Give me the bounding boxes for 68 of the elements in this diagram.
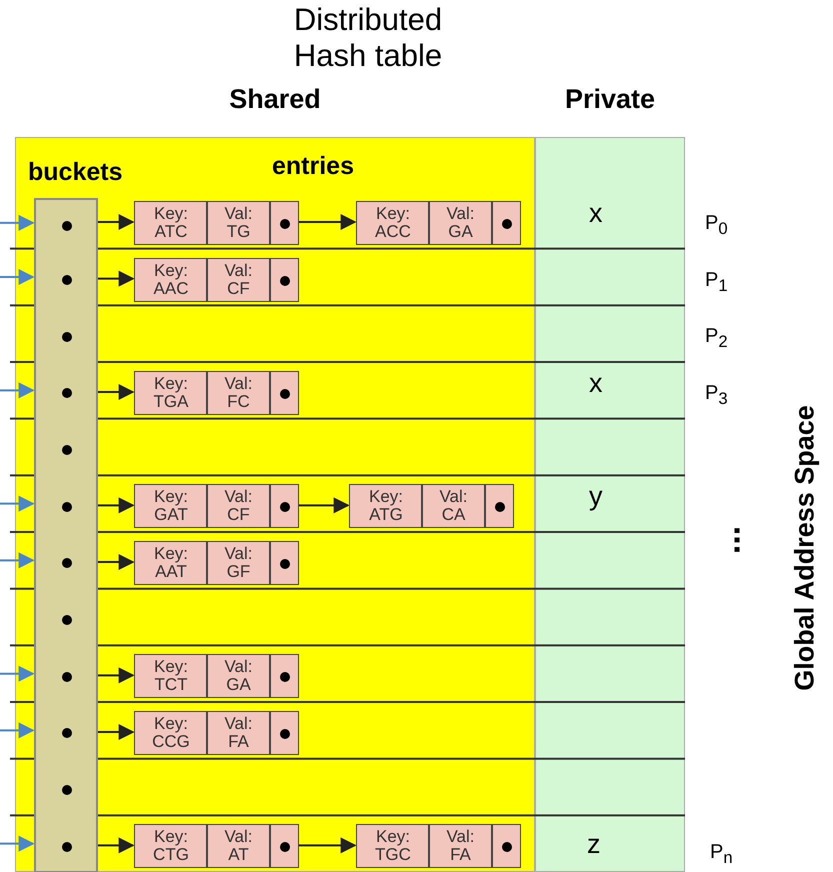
arrow [298,837,357,854]
arrow [0,666,35,682]
key-label: Key: AAC [152,262,190,298]
key-label: Key: GAT [152,488,190,524]
arrow [97,667,135,684]
value-label: Val: GF [223,545,254,582]
hash-entry [134,711,299,756]
arrow [97,837,135,854]
value-label: Val: CF [223,262,254,298]
diagram-title: Distributed Hash table [292,2,444,74]
arrow [0,269,35,285]
value-label: Val: CF [223,488,254,524]
variable-label: z [587,829,600,860]
value-label: Val: TG [223,205,254,241]
hash-entry [134,541,299,586]
arrow [0,722,35,738]
hash-entry [349,484,514,528]
key-label: Key: AAT [152,545,190,582]
hash-entry [356,201,521,245]
arrow [97,724,135,740]
processor-label: P$_{n}$ [710,841,733,868]
processor-label: P$_{2}$ [705,325,728,352]
value-label: Val: FA [445,828,476,864]
hash-entry [356,824,521,868]
key-label: Key: ACC [374,205,412,241]
key-label: Key: CCG [151,715,191,752]
key-label: Key: CTG [152,828,190,864]
arrow [0,214,35,231]
processor-label: P$_{3}$ [705,382,728,409]
key-label: Key: TGA [152,375,190,411]
hash-entry [134,371,299,415]
arrow [0,382,35,398]
key-label: Key: TGC [374,828,412,864]
value-label: Val: CA [438,488,469,524]
key-label: Key: ATG [368,488,404,524]
value-label: Val: FA [223,715,254,752]
column-heading: buckets [28,158,122,187]
column-heading: entries [272,152,354,181]
arrow [97,497,135,514]
ellipsis-label: ... [726,526,764,554]
arrow [97,270,135,287]
variable-label: y [589,481,602,512]
value-label: Val: AT [223,828,254,864]
arrow [298,214,357,230]
arrow [0,552,35,568]
hash-entry [134,201,299,245]
variable-label: x [589,198,602,229]
arrow [0,836,35,852]
processor-label: P$_{1}$ [705,268,728,296]
key-label: Key: ATC [152,205,190,241]
axis-title: Global Address Space [790,405,820,691]
hash-entry [134,654,299,698]
processor-label: P$_{0}$ [705,212,728,239]
value-label: Val: GA [445,205,476,241]
hash-entry [134,824,299,868]
value-label: Val: FC [223,375,254,411]
region-heading: Private [564,84,656,115]
arrow [97,214,135,230]
hash-entry [134,484,299,528]
arrow [97,554,135,570]
value-label: Val: GA [223,658,254,694]
key-label: Key: TCT [152,658,190,694]
hash-entry [134,258,299,302]
variable-label: x [589,368,602,399]
arrow [0,496,35,512]
arrow [298,497,350,514]
region-heading: Shared [228,84,322,115]
arrow [97,384,135,400]
